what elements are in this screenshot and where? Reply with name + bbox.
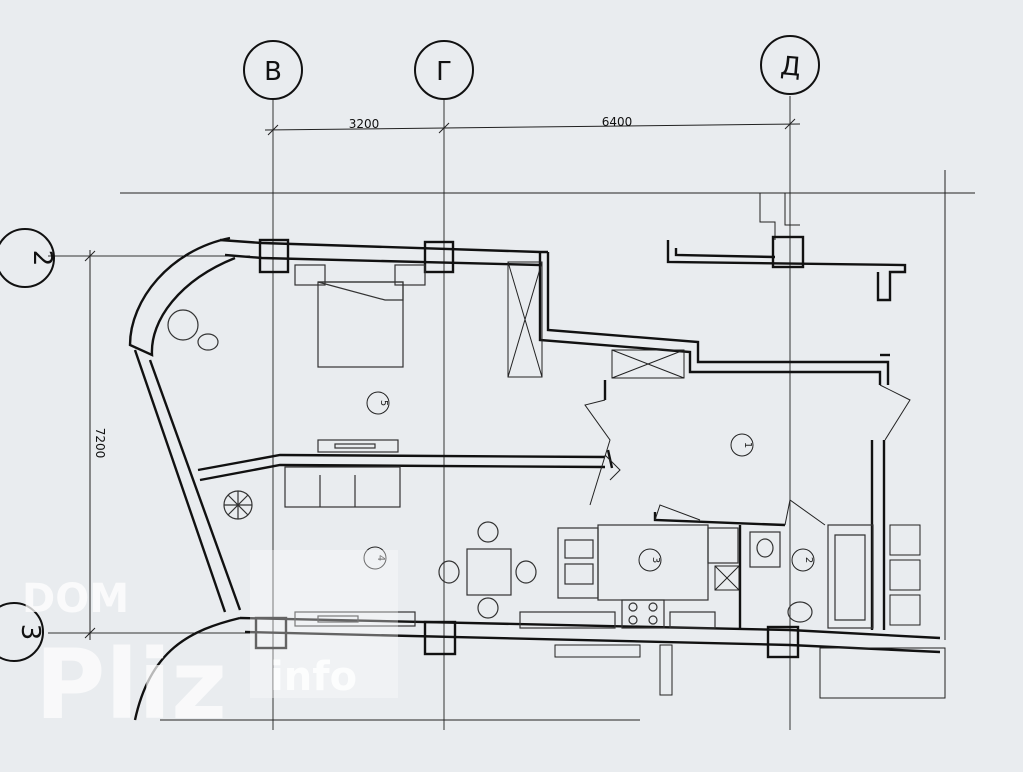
axis-marker-v: В: [243, 40, 303, 100]
watermark-dom: DOM: [22, 576, 129, 622]
dimension-left: 7200: [84, 250, 107, 640]
watermark: DOM Pliz info: [22, 550, 398, 741]
svg-text:5: 5: [378, 400, 389, 406]
watermark-info: info: [270, 654, 357, 700]
axis-label-3: 3: [15, 624, 45, 641]
doors: [584, 384, 911, 526]
axis-marker-3: 3: [0, 602, 45, 662]
room-label-5: 5: [366, 391, 390, 415]
dimension-g-to-d: 6400: [602, 115, 633, 129]
svg-text:2: 2: [803, 557, 814, 563]
axis-grid-lines: [48, 96, 975, 730]
svg-text:1: 1: [742, 442, 753, 448]
room-label-2: 2: [791, 548, 815, 572]
axis-marker-d: Д: [760, 35, 820, 95]
axis-label-d: Д: [779, 51, 802, 83]
room-label-3: 3: [638, 548, 662, 572]
room-label-4: 4: [363, 546, 387, 570]
axis-marker-2: 2: [0, 228, 57, 288]
room-label-1: 1: [730, 433, 754, 457]
ventilation-shafts: [507, 261, 740, 591]
dimension-top: 3200 6400: [264, 115, 801, 136]
axis-label-v: В: [264, 57, 282, 87]
columns: [254, 235, 805, 659]
dimension-v-to-g: 3200: [349, 117, 380, 131]
axis-label-2: 2: [27, 250, 57, 267]
watermark-pliz: Pliz: [35, 629, 227, 741]
dimension-axis-2-to-3: 7200: [93, 428, 107, 459]
axis-label-g: Г: [436, 57, 452, 87]
furniture: [167, 264, 946, 699]
svg-text:4: 4: [375, 555, 386, 561]
svg-text:3: 3: [650, 557, 661, 563]
axis-marker-g: Г: [414, 40, 474, 100]
